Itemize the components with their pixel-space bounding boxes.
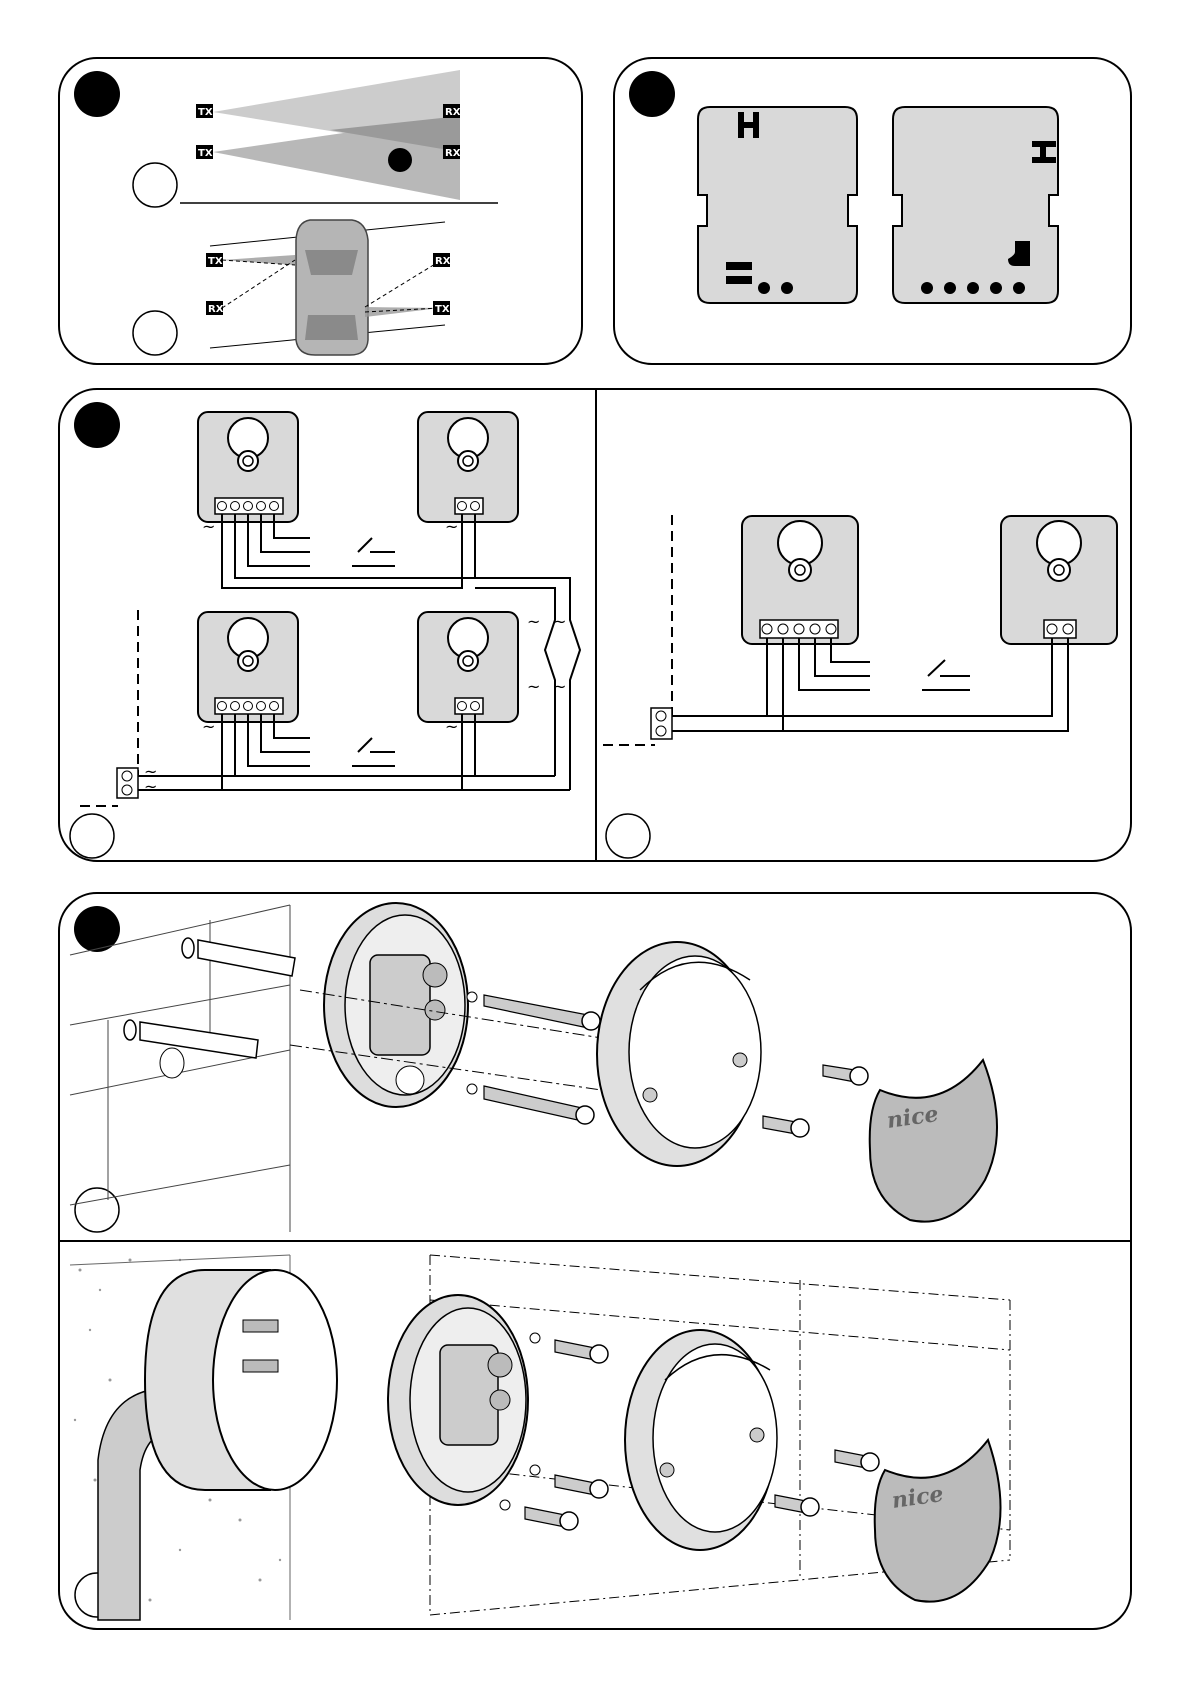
jumper-icon: [726, 262, 752, 270]
photocell-rx-top: [418, 412, 518, 522]
sub-figure-badge: [133, 311, 177, 355]
led-icon: [944, 282, 956, 294]
photocell-tx-top: [198, 412, 298, 522]
terminal-block: [651, 708, 672, 739]
ac-symbol: ~: [202, 717, 215, 736]
ac-symbol: ~: [202, 517, 215, 536]
led-icon: [990, 282, 1002, 294]
step-number-badge: [74, 402, 120, 448]
ac-symbol: ~: [144, 777, 157, 796]
led-icon: [758, 282, 770, 294]
panel-mounting: nice: [59, 893, 1131, 1629]
ac-symbol: ~: [553, 677, 566, 696]
rx-label: RX: [435, 256, 451, 267]
photocell-base: [388, 1295, 528, 1505]
sub-figure-badge: [70, 814, 114, 858]
flush-box: [145, 1270, 337, 1490]
photocell-tx-single: [742, 516, 858, 644]
ac-symbol: ~: [445, 517, 458, 536]
step-number-badge: [74, 71, 120, 117]
panel-wiring: ~ ~ ~ ~ ~ ~ ~ ~ ~ ~: [59, 389, 1131, 861]
tx-label: TX: [198, 148, 213, 159]
sub-figure-badge: [75, 1188, 119, 1232]
sub-figure-badge: [606, 814, 650, 858]
obstacle-icon: [388, 148, 412, 172]
photocell-rx-bottom: [418, 612, 518, 722]
tx-board: [698, 107, 857, 303]
terminal-block: [117, 768, 138, 798]
photocell-rx-single: [1001, 516, 1117, 644]
photocell-cover: [625, 1330, 777, 1550]
rx-label: RX: [445, 107, 461, 118]
ac-symbol: ~: [527, 612, 540, 631]
panel-circuit-boards: [614, 58, 1131, 364]
ac-symbol: ~: [527, 677, 540, 696]
ac-symbol: ~: [553, 612, 566, 631]
led-icon: [967, 282, 979, 294]
panel-beam-alignment: TX RX TX RX TX RX RX: [59, 58, 582, 364]
rx-label: RX: [208, 304, 224, 315]
led-icon: [921, 282, 933, 294]
rx-board: [893, 107, 1058, 303]
ac-symbol: ~: [445, 717, 458, 736]
led-icon: [1013, 282, 1025, 294]
jumper-icon: [726, 276, 752, 284]
tx-label: TX: [208, 256, 223, 267]
photocell-tx-bottom: [198, 612, 298, 722]
tx-label: TX: [198, 107, 213, 118]
tx-label: TX: [435, 304, 450, 315]
rx-label: RX: [445, 148, 461, 159]
step-number-badge: [629, 71, 675, 117]
sub-figure-badge: [133, 163, 177, 207]
led-icon: [781, 282, 793, 294]
